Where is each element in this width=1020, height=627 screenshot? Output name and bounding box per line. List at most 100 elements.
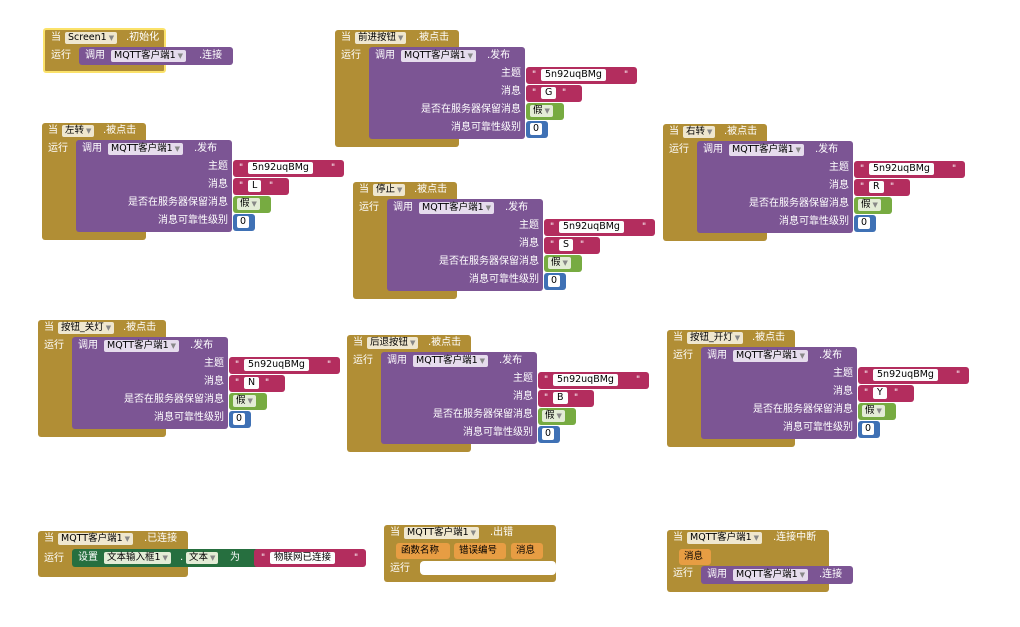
message-string-block[interactable]: "N" <box>229 375 285 392</box>
topic-string-block[interactable]: "5n92uqBMg" <box>233 160 344 177</box>
boolean-dropdown[interactable]: 假▼ <box>862 405 885 417</box>
mqtt-client-dropdown[interactable]: MQTT客户端1▼ <box>733 350 809 362</box>
qos-number-value[interactable]: 0 <box>237 216 250 228</box>
boolean-dropdown[interactable]: 假▼ <box>237 198 260 210</box>
message-string-value[interactable]: R <box>869 181 884 193</box>
mqtt-client-dropdown[interactable]: MQTT客户端1▼ <box>404 527 480 539</box>
topic-string-value[interactable]: 5n92uqBMg <box>559 221 624 233</box>
mqtt-client-dropdown[interactable]: MQTT客户端1▼ <box>58 533 134 545</box>
qos-number-block[interactable]: 0 <box>526 121 548 138</box>
qos-number-value[interactable]: 0 <box>530 123 543 135</box>
mqtt-client-dropdown[interactable]: MQTT客户端1▼ <box>733 569 809 581</box>
textbox-dropdown[interactable]: 文本输入框1▼ <box>104 552 171 564</box>
qos-number-block[interactable]: 0 <box>858 421 880 438</box>
param-function-name[interactable]: 函数名称 <box>396 543 450 559</box>
text-string-value[interactable]: 物联网已连接 <box>270 552 336 564</box>
message-string-value[interactable]: G <box>541 87 557 99</box>
false-block[interactable]: 假▼ <box>538 408 576 425</box>
message-string-value[interactable]: Y <box>873 387 887 399</box>
message-string-block[interactable]: "G" <box>526 85 582 102</box>
mqtt-client-dropdown[interactable]: MQTT客户端1▼ <box>419 202 495 214</box>
topic-string-block[interactable]: "5n92uqBMg" <box>858 367 969 384</box>
qos-number-block[interactable]: 0 <box>233 214 255 231</box>
message-string-block[interactable]: "Y" <box>858 385 914 402</box>
call-connect-block[interactable]: 调用 MQTT客户端1▼ .连接 <box>701 566 853 584</box>
boolean-dropdown[interactable]: 假▼ <box>233 395 256 407</box>
mqtt-disconnected-event-block[interactable]: 当 MQTT客户端1▼ .连接中断 消息 运行 调用 MQTT客户端1▼ .连接 <box>667 530 853 592</box>
qos-number-block[interactable]: 0 <box>544 273 566 290</box>
mqtt-client-dropdown[interactable]: MQTT客户端1▼ <box>401 50 477 62</box>
boolean-dropdown[interactable]: 假▼ <box>548 257 571 269</box>
mqtt-error-event-block[interactable]: 当 MQTT客户端1▼ .出错 函数名称 错误编号 消息 运行 <box>384 525 556 582</box>
message-string-value[interactable]: B <box>553 392 568 404</box>
topic-string-value[interactable]: 5n92uqBMg <box>244 359 309 371</box>
component-dropdown[interactable]: 按钮_关灯▼ <box>58 322 115 334</box>
false-block[interactable]: 假▼ <box>544 255 582 272</box>
qos-number-value[interactable]: 0 <box>862 423 875 435</box>
mqtt-client-dropdown[interactable]: MQTT客户端1▼ <box>729 144 805 156</box>
qos-number-value[interactable]: 0 <box>233 413 246 425</box>
mqtt-connected-event-block[interactable]: 当 MQTT客户端1▼ .已连接 运行 设置 文本输入框1▼ . 文本▼ 为 "… <box>38 531 366 577</box>
component-dropdown[interactable]: 按钮_开灯▼ <box>687 332 744 344</box>
topic-string-value[interactable]: 5n92uqBMg <box>869 163 934 175</box>
qos-number-block[interactable]: 0 <box>538 426 560 443</box>
boolean-dropdown[interactable]: 假▼ <box>530 105 553 117</box>
component-dropdown[interactable]: 前进按钮▼ <box>355 32 407 44</box>
false-block[interactable]: 假▼ <box>526 103 564 120</box>
topic-string-block[interactable]: "5n92uqBMg" <box>229 357 340 374</box>
call-connect-block[interactable]: 调用 MQTT客户端1▼ .连接 <box>79 47 233 65</box>
param-message[interactable]: 消息 <box>679 549 711 565</box>
message-string-block[interactable]: "B" <box>538 390 594 407</box>
mqtt-client-dropdown[interactable]: MQTT客户端1▼ <box>104 340 180 352</box>
topic-string-block[interactable]: "5n92uqBMg" <box>538 372 649 389</box>
qos-number-value[interactable]: 0 <box>548 275 561 287</box>
set-textbox-text-block[interactable]: 设置 文本输入框1▼ . 文本▼ 为 <box>72 549 284 567</box>
component-dropdown[interactable]: 左转▼ <box>62 125 95 137</box>
mqtt-client-dropdown[interactable]: MQTT客户端1▼ <box>108 143 184 155</box>
false-block[interactable]: 假▼ <box>229 393 267 410</box>
false-block[interactable]: 假▼ <box>854 197 892 214</box>
message-string-block[interactable]: "R" <box>854 179 910 196</box>
message-string-block[interactable]: "L" <box>233 178 289 195</box>
text-string-block[interactable]: " 物联网已连接 " <box>254 549 366 567</box>
false-block[interactable]: 假▼ <box>858 403 896 420</box>
false-block[interactable]: 假▼ <box>233 196 271 213</box>
component-dropdown[interactable]: 右转▼ <box>683 126 716 138</box>
qos-number-block[interactable]: 0 <box>854 215 876 232</box>
qos-number-block[interactable]: 0 <box>229 411 251 428</box>
mqtt-client-dropdown[interactable]: MQTT客户端1▼ <box>687 532 763 544</box>
param-message[interactable]: 消息 <box>511 543 543 559</box>
topic-string-value[interactable]: 5n92uqBMg <box>873 369 938 381</box>
component-dropdown[interactable]: 后退按钮▼ <box>367 337 419 349</box>
boolean-dropdown[interactable]: 假▼ <box>858 199 881 211</box>
qos-number-value[interactable]: 0 <box>542 428 555 440</box>
message-string-block[interactable]: "S" <box>544 237 600 254</box>
topic-string-value[interactable]: 5n92uqBMg <box>541 69 606 81</box>
message-string-value[interactable]: L <box>248 180 262 192</box>
message-string-value[interactable]: N <box>244 377 260 389</box>
topic-string-value[interactable]: 5n92uqBMg <box>553 374 618 386</box>
param-error-number[interactable]: 错误编号 <box>454 543 506 559</box>
qos-number-value[interactable]: 0 <box>858 217 871 229</box>
property-dropdown[interactable]: 文本▼ <box>186 552 219 564</box>
component-dropdown[interactable]: Screen1▼ <box>65 32 118 44</box>
message-string-value[interactable]: S <box>559 239 574 251</box>
topic-string-block[interactable]: "5n92uqBMg" <box>526 67 637 84</box>
mqtt-client-dropdown[interactable]: MQTT客户端1▼ <box>111 50 187 62</box>
topic-string-block[interactable]: "5n92uqBMg" <box>544 219 655 236</box>
component-dropdown[interactable]: 停止▼ <box>373 184 406 196</box>
topic-string-block[interactable]: "5n92uqBMg" <box>854 161 965 178</box>
